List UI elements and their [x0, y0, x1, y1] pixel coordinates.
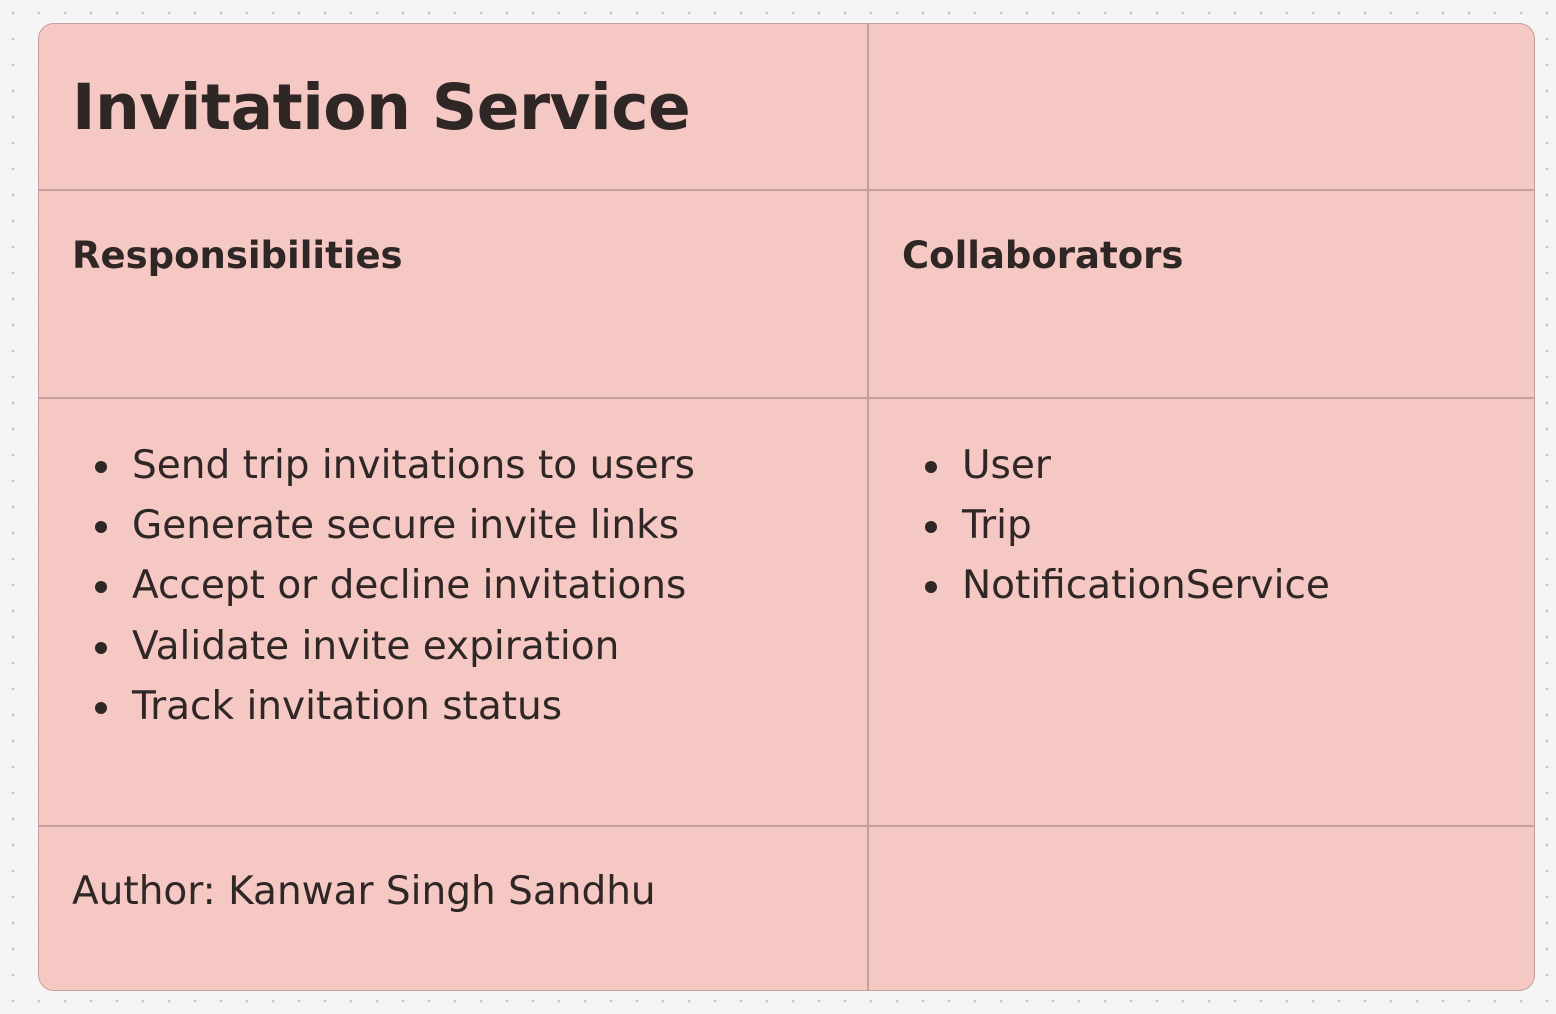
author-label: Author: Kanwar Singh Sandhu: [72, 869, 656, 914]
responsibility-item: Track invitation status: [72, 677, 695, 737]
heading-row-divider: [39, 397, 1534, 399]
collaborators-list: User Trip NotificationService: [902, 436, 1330, 617]
responsibility-item: Generate secure invite links: [72, 496, 695, 556]
footer-row-divider: [39, 825, 1534, 827]
responsibilities-list: Send trip invitations to users Generate …: [72, 436, 695, 737]
card-title: Invitation Service: [72, 71, 691, 144]
column-divider: [867, 24, 869, 990]
collaborators-heading: Collaborators: [902, 234, 1184, 277]
collaborator-item: User: [902, 436, 1330, 496]
responsibility-item: Accept or decline invitations: [72, 556, 695, 616]
responsibility-item: Send trip invitations to users: [72, 436, 695, 496]
responsibility-item: Validate invite expiration: [72, 617, 695, 677]
title-row-divider: [39, 189, 1534, 191]
crc-card[interactable]: Invitation Service Responsibilities Coll…: [38, 23, 1535, 991]
collaborator-item: NotificationService: [902, 556, 1330, 616]
collaborator-item: Trip: [902, 496, 1330, 556]
responsibilities-heading: Responsibilities: [72, 234, 403, 277]
